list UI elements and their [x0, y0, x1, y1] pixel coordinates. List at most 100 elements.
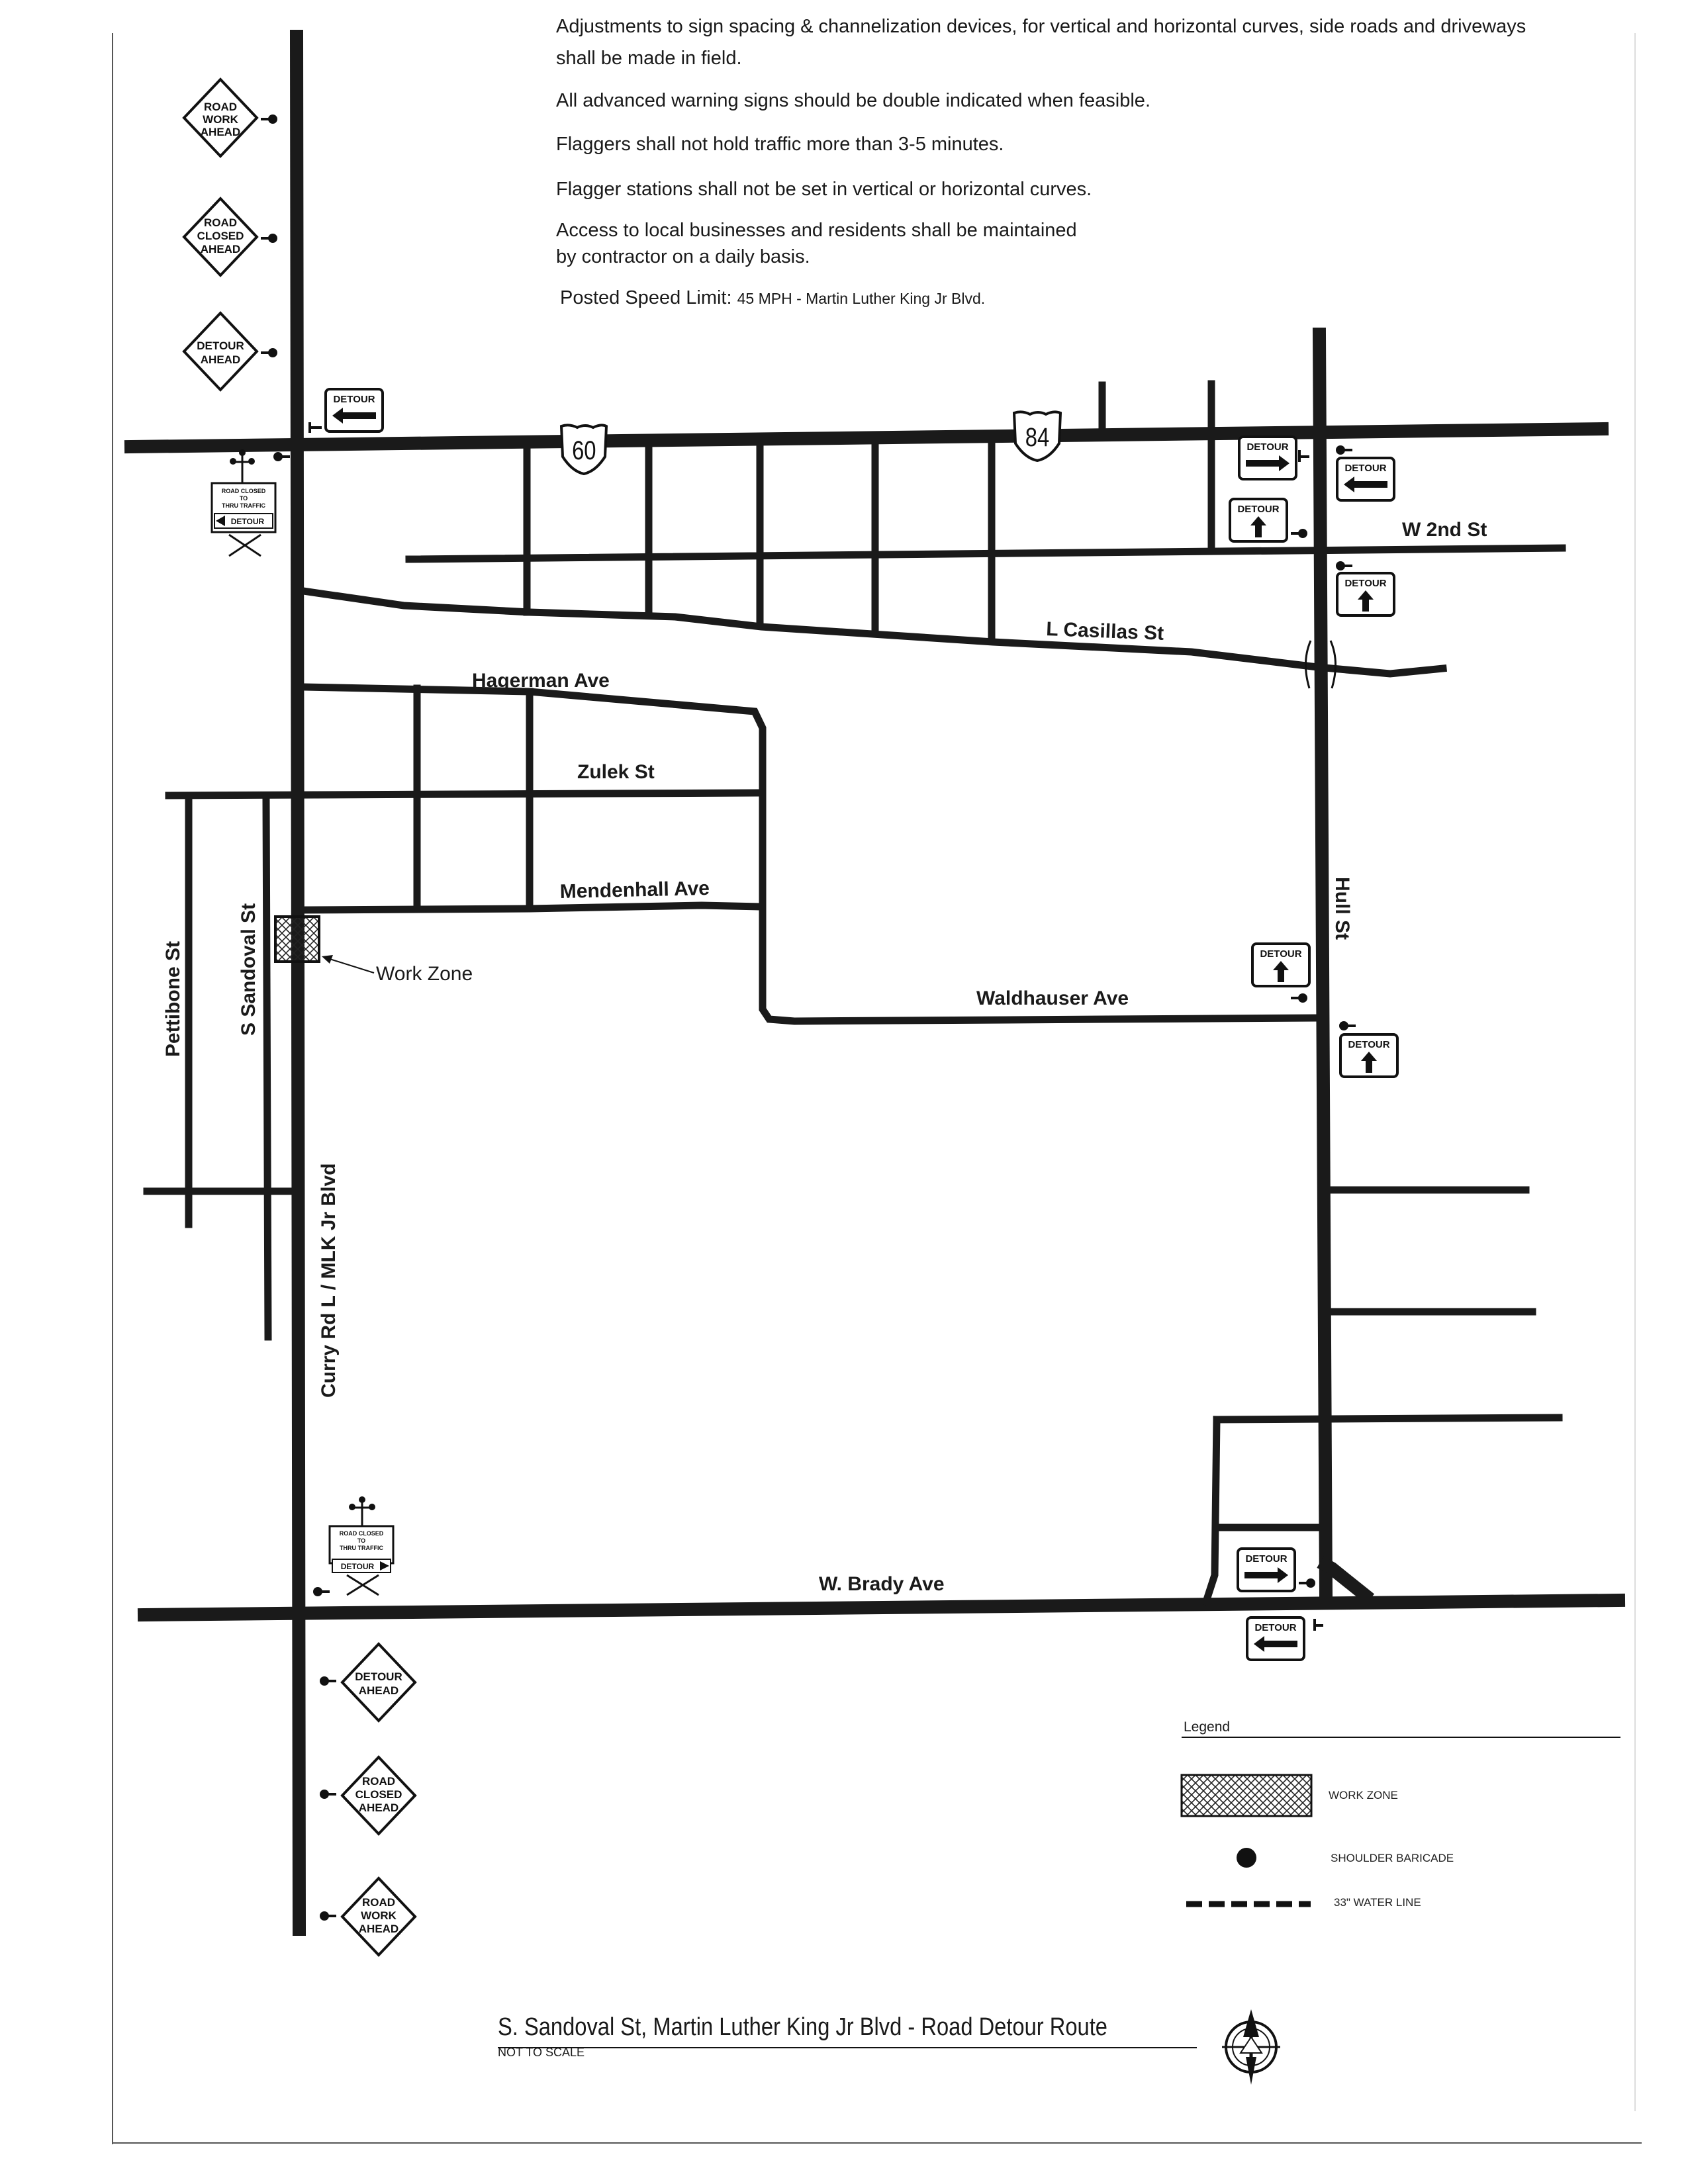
label-curry-mlk: Curry Rd L / MLK Jr Blvd [318, 1163, 340, 1398]
legend: Legend WORK ZONE SHOULDER BARICADE 33" W… [1180, 1719, 1620, 1909]
speed-limit-label: Posted Speed Limit: [560, 287, 732, 308]
sign-text-line: AHEAD [201, 243, 240, 255]
legend-title: Legend [1184, 1719, 1230, 1735]
note-line-2: shall be made in field. [556, 48, 742, 69]
barricade-text: TO [357, 1537, 365, 1544]
note-line-3: All advanced warning signs should be dou… [556, 90, 1150, 111]
road-sandoval-st [262, 797, 272, 1341]
detour-sign-label: DETOUR [333, 394, 375, 405]
barricade-text: ROAD CLOSED [222, 488, 266, 494]
sign-text-line: AHEAD [201, 126, 240, 138]
label-hull: Hull St [1331, 877, 1353, 940]
road-us60-84 [124, 422, 1609, 454]
barricade-text: DETOUR [341, 1562, 375, 1571]
barricade-text: ROAD CLOSED [340, 1530, 384, 1537]
sign-text-line: CLOSED [355, 1788, 402, 1801]
barricade-text: TO [240, 495, 248, 502]
sign-detour-ahead-south: DETOUR AHEAD [318, 1642, 417, 1723]
barricade-text: DETOUR [231, 517, 265, 526]
closure-mark-hull-casillas [1304, 640, 1337, 689]
road-hagerman-waldhauser [299, 683, 1321, 1025]
sign-text-line: ROAD [204, 216, 237, 229]
road-hull-curve [1317, 1556, 1375, 1605]
sign-text-line: ROAD [362, 1896, 395, 1909]
map-title: S. Sandoval St, Martin Luther King Jr Bl… [498, 2013, 1107, 2041]
label-zulek: Zulek St [577, 761, 655, 783]
speed-limit-note: Posted Speed Limit: 45 MPH - Martin Luth… [560, 286, 985, 310]
label-waldhauser: Waldhauser Ave [976, 987, 1129, 1009]
north-arrow-icon [1222, 2009, 1280, 2085]
barricade-text: THRU TRAFFIC [222, 502, 265, 509]
sign-text-line: WORK [361, 1909, 397, 1922]
legend-work-zone-label: WORK ZONE [1329, 1789, 1398, 1801]
detour-sign-label: DETOUR [1344, 578, 1386, 589]
barricade-road-closed-north: ROAD CLOSED TO THRU TRAFFIC DETOUR [211, 449, 291, 557]
sign-text-line: DETOUR [197, 340, 244, 352]
sign-road-work-ahead-north: ROAD WORK AHEAD [182, 77, 279, 158]
work-zone-area [274, 915, 320, 963]
detour-sign-left-brady-south: DETOUR [1246, 1616, 1323, 1661]
route-shield-60-number: 60 [572, 435, 596, 465]
label-sandoval: S Sandoval St [238, 903, 259, 1036]
road-curry-mlk [289, 29, 306, 1936]
sign-text-line: AHEAD [201, 353, 240, 366]
road-east-loop-west [1201, 1416, 1221, 1606]
scale-note: NOT TO SCALE [498, 2046, 585, 2059]
road-network [124, 29, 1626, 1936]
road-east-3 [1213, 1414, 1563, 1424]
detour-sign-up-waldhauser-east: DETOUR [1338, 1020, 1399, 1078]
legend-work-zone-swatch [1180, 1774, 1313, 1817]
detour-sign-right-brady-north: DETOUR [1237, 1547, 1317, 1592]
label-pettibone: Pettibone St [162, 941, 184, 1057]
sign-detour-ahead-north: DETOUR AHEAD [182, 311, 279, 392]
road-hull-st [1312, 327, 1333, 1602]
label-brady: W. Brady Ave [819, 1573, 945, 1595]
label-w2nd: W 2nd St [1402, 519, 1487, 541]
barricade-text: THRU TRAFFIC [340, 1545, 383, 1551]
route-shield-60: 60 [559, 424, 608, 476]
label-mendenhall: Mendenhall Ave [559, 878, 710, 903]
work-zone-callout: Work Zone [322, 955, 473, 985]
detour-sign-left-us60: DETOUR [308, 388, 384, 433]
work-zone-label: Work Zone [376, 963, 473, 985]
detour-sign-label: DETOUR [1260, 948, 1301, 960]
note-line-4: Flaggers shall not hold traffic more tha… [556, 134, 1004, 155]
route-shield-84-number: 84 [1025, 422, 1049, 452]
detour-sign-label: DETOUR [1237, 504, 1279, 515]
road-w2nd-st [405, 544, 1566, 563]
label-hagerman: Hagerman Ave [472, 670, 610, 692]
sign-text-line: ROAD [362, 1775, 395, 1788]
detour-sign-label: DETOUR [1245, 1553, 1287, 1565]
legend-barricade-swatch [1237, 1848, 1256, 1868]
barricade-road-closed-south: ROAD CLOSED TO THRU TRAFFIC DETOUR [312, 1496, 395, 1598]
sign-road-work-ahead-south: ROAD WORK AHEAD [318, 1876, 417, 1957]
route-shield-84: 84 [1012, 410, 1062, 463]
legend-barricade-label: SHOULDER BARICADE [1331, 1852, 1454, 1864]
detour-sign-up-w2nd-east: DETOUR [1335, 560, 1395, 617]
legend-water-line-label: 33" WATER LINE [1334, 1896, 1421, 1909]
note-line-5: Flagger stations shall not be set in ver… [556, 179, 1092, 200]
road-brady-ave [137, 1593, 1626, 1622]
detour-sign-up-waldhauser-west: DETOUR [1251, 942, 1311, 1003]
detour-sign-right-hull-north: DETOUR [1238, 435, 1309, 480]
sign-text-line: WORK [203, 113, 239, 126]
detour-sign-label: DETOUR [1348, 1039, 1389, 1050]
sign-road-closed-ahead-south: ROAD CLOSED AHEAD [318, 1755, 417, 1836]
detour-sign-label: DETOUR [1246, 441, 1288, 453]
detour-sign-label: DETOUR [1344, 463, 1386, 474]
sign-text-line: CLOSED [197, 230, 244, 242]
detour-sign-up-w2nd-west: DETOUR [1229, 498, 1309, 543]
note-line-1: Adjustments to sign spacing & channeliza… [556, 16, 1526, 37]
speed-limit-value: 45 MPH - Martin Luther King Jr Blvd. [737, 290, 986, 307]
road-zulek-st [165, 789, 765, 799]
sign-text-line: AHEAD [359, 1684, 399, 1697]
sign-text-line: AHEAD [359, 1923, 399, 1935]
sign-text-line: ROAD [204, 101, 237, 113]
detour-sign-label: DETOUR [1254, 1622, 1296, 1633]
sign-text-line: DETOUR [355, 1670, 402, 1683]
title-block: S. Sandoval St, Martin Luther King Jr Bl… [498, 2013, 1207, 2060]
label-casillas: L Casillas St [1046, 618, 1164, 645]
detour-sign-left-hull-east: DETOUR [1335, 444, 1395, 502]
